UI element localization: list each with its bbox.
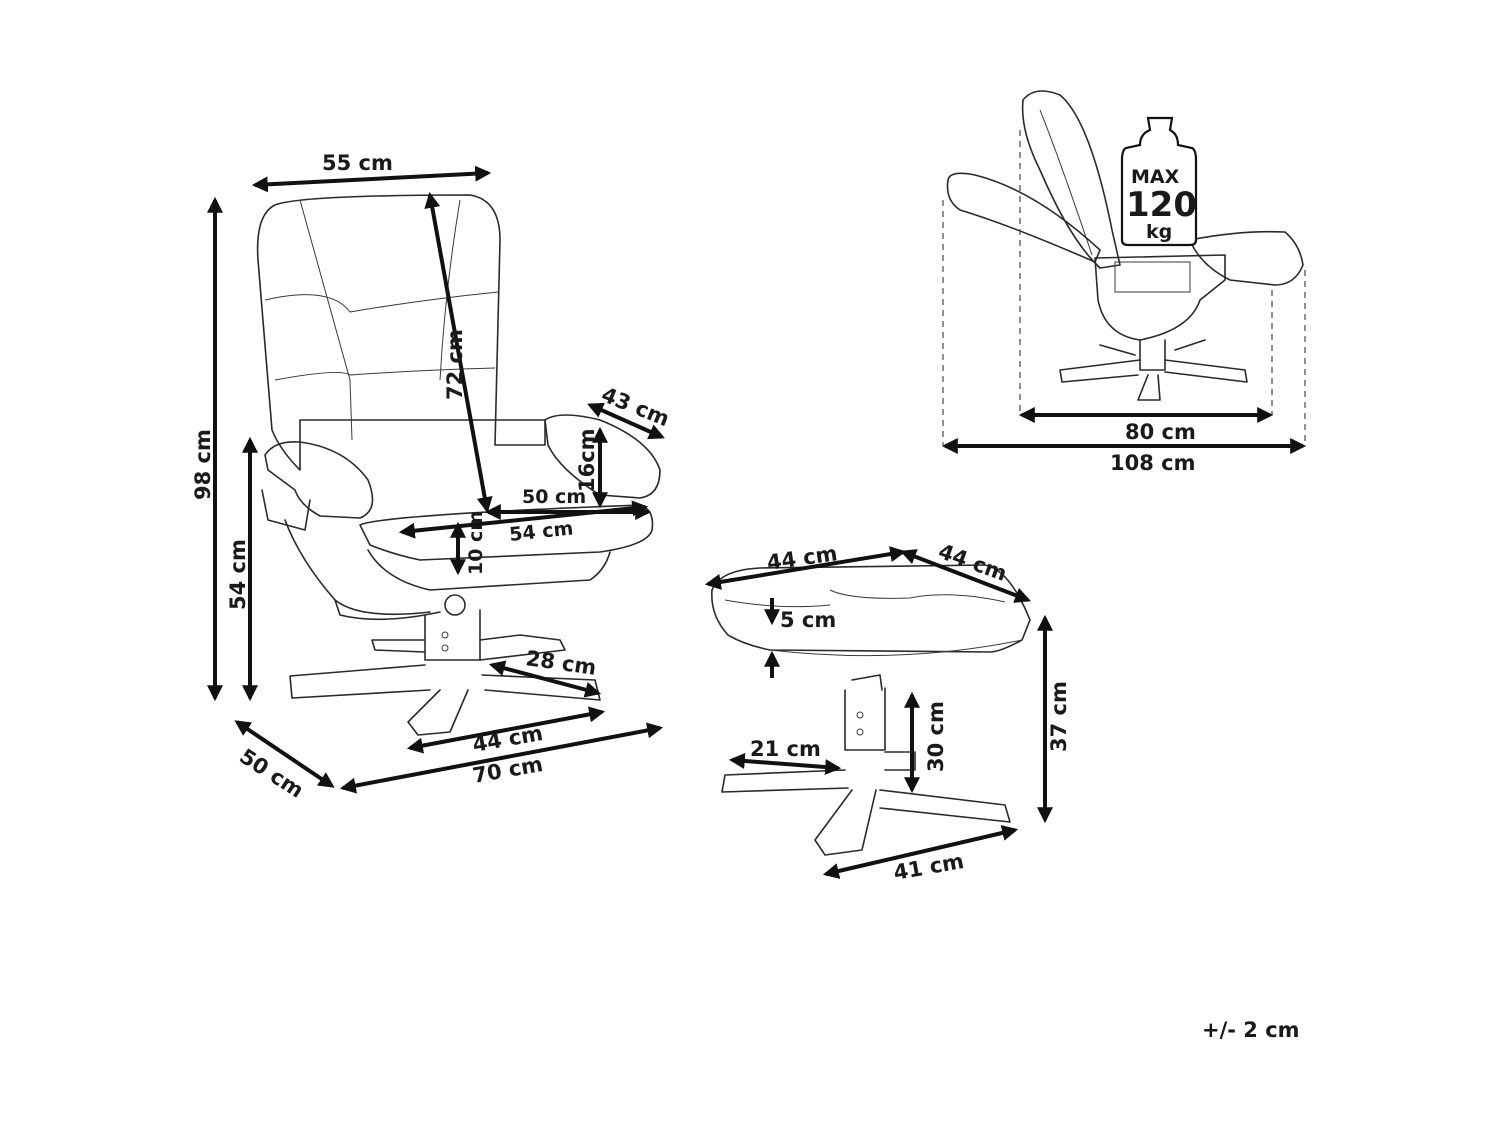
ottoman-drawing: [711, 564, 1031, 856]
label-chair-seat-depth: 50 cm: [522, 486, 586, 508]
label-chair-seat-height: 54 cm: [226, 539, 250, 610]
reclined-chair-drawing: [946, 90, 1304, 401]
tolerance-note: +/- 2 cm: [1202, 1018, 1300, 1042]
label-ottoman-column: 30 cm: [924, 701, 948, 772]
label-ottoman-height: 37 cm: [1047, 681, 1071, 752]
max-weight-badge: MAX 120 kg: [1120, 116, 1198, 247]
label-chair-armrest-height: 16cm: [575, 428, 599, 492]
label-chair-back-height: 72 cm: [443, 329, 467, 400]
label-chair-base-depth: 50 cm: [235, 744, 308, 803]
label-chair-seat-thickness: 10 cm: [465, 511, 487, 575]
label-recline-outer: 108 cm: [1110, 451, 1195, 475]
chair-backrest: [256, 194, 546, 471]
chair-column: [424, 609, 481, 661]
label-recline-inner: 80 cm: [1125, 420, 1196, 444]
chair-right-armrest: [544, 414, 661, 499]
label-ottoman-width: 44 cm: [765, 541, 839, 575]
label-chair-width-top: 55 cm: [322, 151, 393, 175]
reclined-base: [1059, 339, 1248, 401]
reclined-dimension-labels: 80 cm 108 cm: [1110, 420, 1196, 475]
label-chair-total-width: 70 cm: [471, 752, 545, 788]
label-ottoman-cushion: 5 cm: [780, 608, 836, 632]
ottoman-dimension-arrows: [704, 546, 1053, 879]
label-ottoman-leg: 21 cm: [750, 737, 821, 761]
reclined-footrest: [1189, 230, 1304, 286]
label-max-value: 120: [1126, 185, 1197, 225]
reclined-dimension-arrows: [941, 407, 1307, 454]
ottoman-column: [844, 674, 886, 751]
chair-left-armrest: [264, 440, 374, 519]
reclined-backrest: [1021, 90, 1121, 269]
label-max: MAX: [1131, 166, 1180, 188]
reclined-projection-lines: [942, 130, 1306, 445]
weight-icon: [1120, 116, 1198, 247]
label-chair-height-total: 98 cm: [191, 429, 215, 500]
chair-dimension-arrows: [207, 165, 665, 794]
label-max-unit: kg: [1146, 221, 1172, 243]
